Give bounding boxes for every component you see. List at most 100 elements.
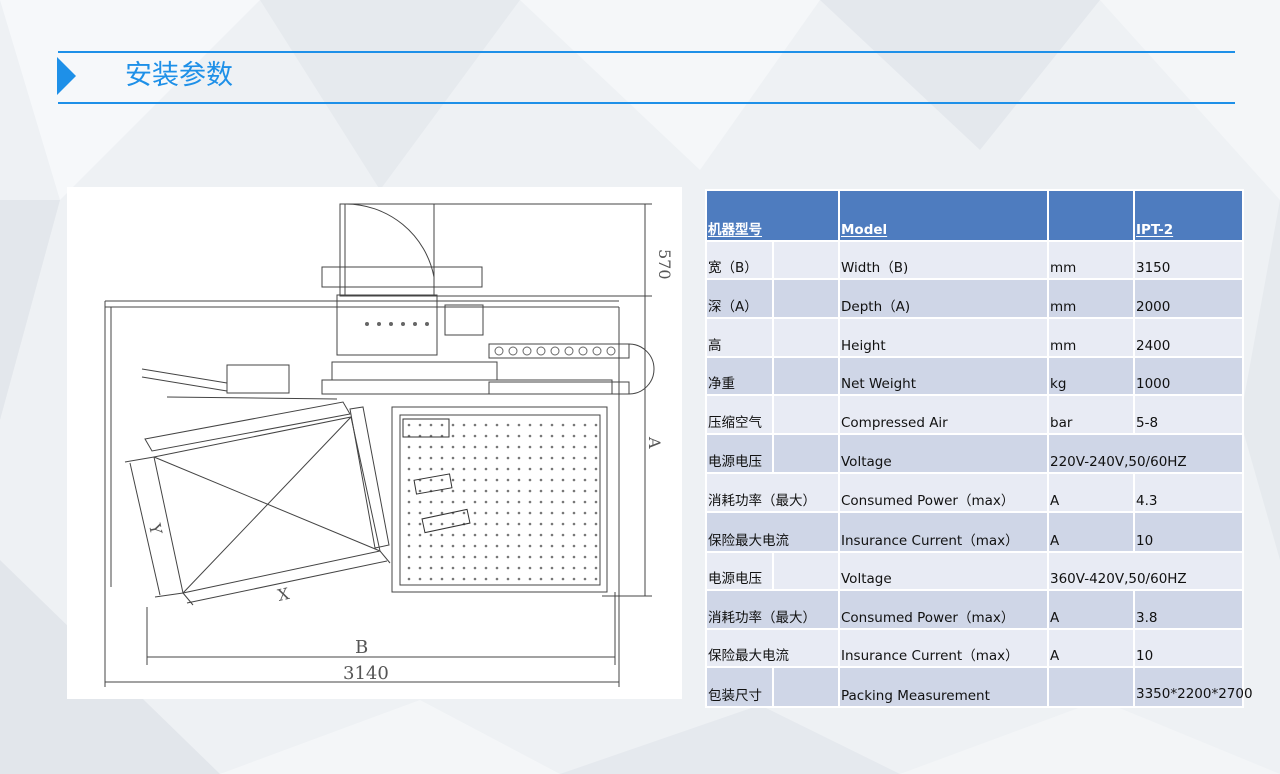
table-hole [484, 456, 488, 460]
table-hole [594, 522, 598, 526]
table-hole [473, 500, 477, 504]
table-hole [561, 423, 565, 427]
table-hole [539, 423, 543, 427]
dim-3140-label: 3140 [343, 663, 389, 684]
table-hole [550, 456, 554, 460]
row-unit-cell: A [1047, 589, 1135, 630]
table-hole [462, 489, 466, 493]
page-title: 安装参数 [125, 60, 233, 91]
table-hole [594, 478, 598, 482]
row-blank-cell [772, 356, 840, 396]
table-hole [506, 478, 510, 482]
table-hole [572, 478, 576, 482]
row-cn-cell: 消耗功率（最大） [705, 472, 840, 513]
table-hole [429, 566, 433, 570]
row-unit-cell [1047, 666, 1135, 708]
table-hole [561, 467, 565, 471]
row-cn-cell: 消耗功率（最大） [705, 589, 840, 630]
table-hole [484, 489, 488, 493]
table-hole [462, 434, 466, 438]
table-hole [407, 544, 411, 548]
table-hole [550, 467, 554, 471]
table-hole [506, 544, 510, 548]
table-hole [572, 467, 576, 471]
table-hole [583, 489, 587, 493]
table-hole [561, 489, 565, 493]
table-hole [440, 555, 444, 559]
table-hole [594, 434, 598, 438]
table-hole [473, 511, 477, 515]
table-hole [539, 456, 543, 460]
table-hole [429, 577, 433, 581]
table-hole [561, 522, 565, 526]
table-hole [594, 423, 598, 427]
row-value-cell: 3350*2200*2700 [1133, 666, 1253, 708]
table-hole [440, 489, 444, 493]
table-hole [418, 445, 422, 449]
table-hole [429, 511, 433, 515]
table-hole [517, 478, 521, 482]
installation-drawing: 570 A Y X B 3140 [67, 187, 682, 699]
row-blank-cell [772, 433, 840, 474]
table-hole [517, 500, 521, 504]
table-hole [517, 434, 521, 438]
dim-x-label: X [276, 584, 292, 605]
row-en-cell: Insurance Current（max） [838, 511, 1049, 553]
table-hole [572, 423, 576, 427]
table-hole [594, 445, 598, 449]
table-hole [550, 478, 554, 482]
table-hole [484, 445, 488, 449]
row-en-cell: Insurance Current（max） [838, 628, 1049, 668]
table-hole [561, 434, 565, 438]
table-hole [528, 478, 532, 482]
table-hole [550, 423, 554, 427]
table-hole [583, 456, 587, 460]
table-hole [484, 544, 488, 548]
table-hole [407, 445, 411, 449]
table-hole [473, 478, 477, 482]
table-hole [451, 445, 455, 449]
table-hole [440, 522, 444, 526]
table-hole [473, 434, 477, 438]
table-hole [418, 511, 422, 515]
table-hole [407, 555, 411, 559]
table-hole [506, 445, 510, 449]
table-hole [583, 566, 587, 570]
row-en-cell: Width（B) [838, 240, 1049, 280]
table-hole [594, 511, 598, 515]
table-hole [517, 445, 521, 449]
row-cn-cell: 深（A） [705, 278, 774, 319]
table-hole [506, 577, 510, 581]
dim-b-label: B [355, 637, 368, 658]
table-hole [517, 577, 521, 581]
header-value-cell: IPT-2 [1133, 189, 1244, 242]
table-hole [473, 445, 477, 449]
table-hole [473, 555, 477, 559]
table-hole [572, 566, 576, 570]
table-hole [594, 533, 598, 537]
table-hole [550, 489, 554, 493]
table-hole [550, 500, 554, 504]
row-unit-cell: A [1047, 628, 1135, 668]
table-hole [561, 511, 565, 515]
row-value-cell: 4.3 [1133, 472, 1244, 513]
table-hole [451, 566, 455, 570]
table-hole [495, 522, 499, 526]
table-hole [451, 467, 455, 471]
table-hole [495, 445, 499, 449]
table-hole [495, 478, 499, 482]
header-en-cell: Model [838, 189, 1049, 242]
table-hole [484, 566, 488, 570]
table-hole [495, 456, 499, 460]
table-hole [528, 467, 532, 471]
table-hole [583, 434, 587, 438]
table-hole [418, 577, 422, 581]
table-hole [407, 423, 411, 427]
table-hole [572, 434, 576, 438]
